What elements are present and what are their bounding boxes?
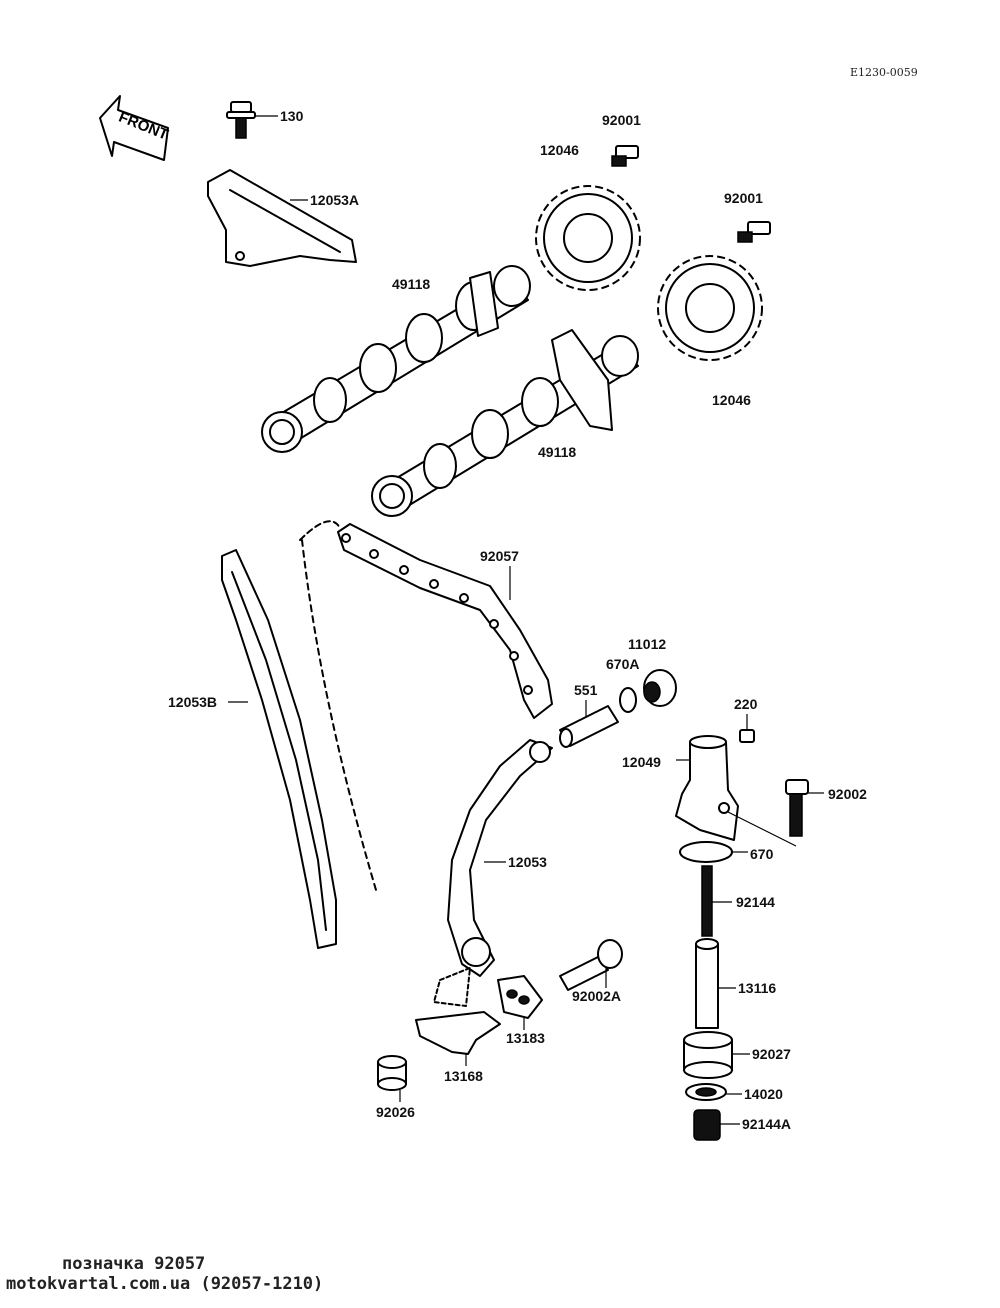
rod-92144-icon bbox=[701, 865, 732, 937]
label-11012: 11012 bbox=[628, 636, 667, 652]
bearing-14020-icon bbox=[685, 1083, 742, 1101]
bolt-130-icon bbox=[226, 101, 278, 139]
plate-13183-icon bbox=[497, 975, 543, 1030]
label-12053A: 12053A bbox=[310, 192, 360, 208]
caption-source: motokvartal.com.ua (92057-1210) bbox=[6, 1274, 324, 1294]
label-13183: 13183 bbox=[506, 1030, 545, 1046]
bolt-92001-lower-icon bbox=[737, 221, 771, 243]
holder-92027-icon bbox=[683, 1031, 750, 1079]
o-ring-670A-icon bbox=[619, 687, 637, 713]
o-ring-670-icon bbox=[679, 841, 748, 863]
label-92144: 92144 bbox=[736, 894, 775, 910]
diagram-code: E1230-0059 bbox=[850, 66, 918, 79]
label-92057: 92057 bbox=[480, 548, 519, 564]
label-130: 130 bbox=[280, 108, 304, 124]
cam-chain-icon bbox=[299, 520, 553, 891]
label-92001-lower: 92001 bbox=[724, 190, 763, 206]
tensioner-guide-12053-icon bbox=[447, 739, 553, 977]
sprocket-lower-icon bbox=[657, 255, 763, 361]
label-551: 551 bbox=[574, 682, 598, 698]
bolt-92002A-icon bbox=[559, 939, 623, 991]
label-220: 220 bbox=[734, 696, 758, 712]
bolt-92002-icon bbox=[785, 779, 824, 837]
label-92002A: 92002A bbox=[572, 988, 622, 1004]
label-92027: 92027 bbox=[752, 1046, 791, 1062]
label-92144A: 92144A bbox=[742, 1116, 792, 1132]
chain-guide-12053B-icon bbox=[221, 549, 337, 949]
plug-11012-icon bbox=[643, 669, 677, 707]
pin-551-icon bbox=[559, 700, 619, 748]
label-49118-upper: 49118 bbox=[392, 276, 431, 292]
tensioner-body-12049-icon bbox=[675, 735, 797, 847]
bolt-92001-upper-icon bbox=[611, 145, 639, 167]
collar-92026-icon bbox=[377, 1055, 407, 1102]
caption-part-mark: позначка 92057 bbox=[62, 1254, 206, 1274]
sprocket-upper-icon bbox=[535, 185, 641, 291]
pushrod-13116-icon bbox=[695, 938, 736, 1029]
bolt-220-icon bbox=[739, 714, 755, 743]
label-92002: 92002 bbox=[828, 786, 867, 802]
camshaft-lower-icon bbox=[371, 329, 639, 517]
label-12046-upper: 12046 bbox=[540, 142, 579, 158]
label-12046-lower: 12046 bbox=[712, 392, 751, 408]
spring-92144A-icon bbox=[693, 1109, 740, 1141]
label-13168: 13168 bbox=[444, 1068, 483, 1084]
link-13168-icon bbox=[415, 967, 501, 1066]
label-49118-lower: 49118 bbox=[538, 444, 577, 460]
label-14020: 14020 bbox=[744, 1086, 783, 1102]
camshaft-upper-icon bbox=[261, 265, 531, 453]
label-13116: 13116 bbox=[738, 980, 777, 996]
label-670: 670 bbox=[750, 846, 774, 862]
label-92001-upper: 92001 bbox=[602, 112, 641, 128]
front-arrow-icon: FRONT bbox=[99, 95, 171, 161]
label-12053B: 12053B bbox=[168, 694, 218, 710]
label-92026: 92026 bbox=[376, 1104, 415, 1120]
label-670A: 670A bbox=[606, 656, 640, 672]
label-12053: 12053 bbox=[508, 854, 547, 870]
label-12049: 12049 bbox=[622, 754, 661, 770]
chain-guide-12053A-icon bbox=[207, 169, 357, 267]
